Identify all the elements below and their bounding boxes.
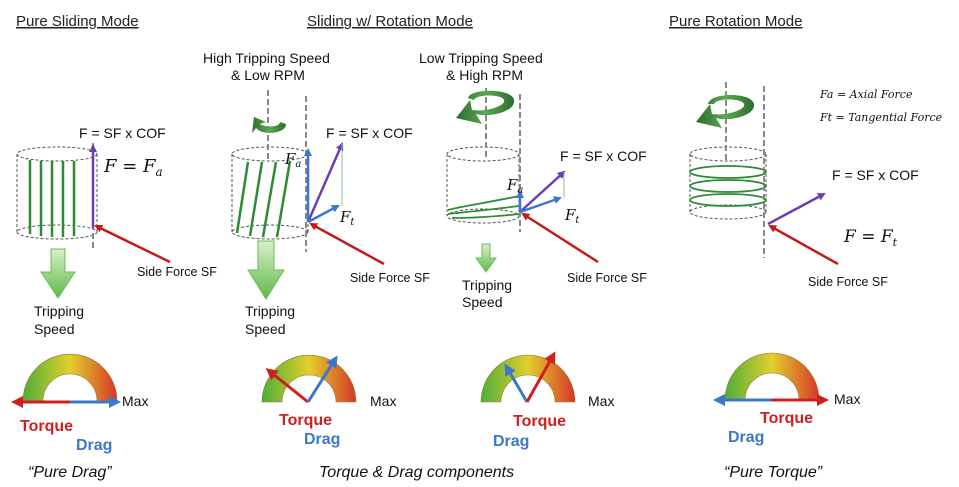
tangential-force-arrow: [307, 204, 340, 224]
max-label: Max: [370, 393, 396, 409]
gauge-pure-drag: [11, 353, 121, 408]
caption-components: Torque & Drag components: [319, 464, 514, 481]
gauge-high-trip: [261, 354, 357, 404]
fa-label: Fa: [506, 176, 523, 196]
rotation-arrow: [696, 95, 755, 128]
drag-label: Drag: [493, 433, 529, 450]
tangential-force-arrow: [519, 196, 562, 214]
side-force-label: Side Force SF: [137, 265, 217, 279]
force-arrow: [306, 142, 344, 223]
pure-sliding-cylinder: [16, 146, 98, 240]
sub-header-low-trip-1: Low Tripping Speed: [419, 50, 543, 66]
tripping-label: Tripping: [462, 277, 512, 293]
side-force-label: Side Force SF: [567, 271, 647, 285]
speed-label: Speed: [245, 321, 285, 337]
max-label: Max: [122, 393, 148, 409]
gauge-pure-torque: [713, 352, 829, 406]
side-force-arrow: [768, 224, 839, 266]
speed-label: Speed: [34, 321, 74, 337]
sub-header-high-trip-2: & Low RPM: [231, 67, 305, 83]
torque-label: Torque: [20, 418, 73, 435]
torque-label: Torque: [760, 410, 813, 427]
force-formula-label: F = SF x COF: [79, 125, 166, 141]
speed-label: Speed: [462, 294, 502, 310]
legend-tangential: Ft = Tangential Force: [819, 111, 943, 124]
max-label: Max: [588, 393, 614, 409]
tripping-arrow: [247, 240, 285, 300]
tripping-arrow: [40, 248, 76, 299]
force-arrow: [767, 192, 826, 226]
max-label: Max: [834, 391, 860, 407]
caption-pure-torque: “Pure Torque”: [724, 464, 823, 481]
side-force-label: Side Force SF: [350, 271, 430, 285]
rotation-arrow: [456, 90, 515, 124]
tripping-arrow: [475, 243, 497, 273]
force-formula-label: F = SF x COF: [326, 125, 413, 141]
force-formula-label: F = SF x COF: [832, 167, 919, 183]
header-pure-rotation: Pure Rotation Mode: [669, 13, 802, 30]
drag-arrow: [504, 363, 529, 403]
rotation-arrow: [252, 117, 286, 133]
torque-arrow: [265, 368, 309, 404]
ft-label: Ft: [564, 206, 580, 226]
side-force-label: Side Force SF: [808, 275, 888, 289]
f-eq-ft-label: F = Ft: [843, 227, 898, 249]
fa-label: Fa: [284, 150, 301, 170]
ft-label: Ft: [339, 208, 355, 228]
header-sliding-rotation: Sliding w/ Rotation Mode: [307, 13, 473, 30]
torque-label: Torque: [513, 413, 566, 430]
header-pure-sliding: Pure Sliding Mode: [16, 13, 139, 30]
legend-axial: Fa = Axial Force: [819, 88, 913, 101]
side-force-arrow: [94, 224, 171, 264]
sub-header-high-trip-1: High Tripping Speed: [203, 50, 330, 66]
pure-rotation-cylinder: [689, 146, 767, 220]
force-formula-label: F = SF x COF: [560, 148, 647, 164]
caption-pure-drag: “Pure Drag”: [28, 464, 112, 481]
torque-arrow: [525, 351, 556, 403]
side-force-arrow: [309, 222, 385, 266]
tripping-label: Tripping: [245, 303, 295, 319]
tripping-label: Tripping: [34, 303, 84, 319]
drag-label: Drag: [76, 437, 112, 454]
gauge-low-trip: [480, 351, 576, 403]
side-force-arrow: [521, 212, 599, 264]
drag-arrow: [306, 355, 338, 403]
force-arrow: [519, 170, 566, 213]
f-eq-fa-label: F = Fa: [103, 156, 163, 179]
sub-header-low-trip-2: & High RPM: [446, 67, 523, 83]
drag-label: Drag: [728, 429, 764, 446]
drag-label: Drag: [304, 431, 340, 448]
torque-label: Torque: [279, 412, 332, 429]
